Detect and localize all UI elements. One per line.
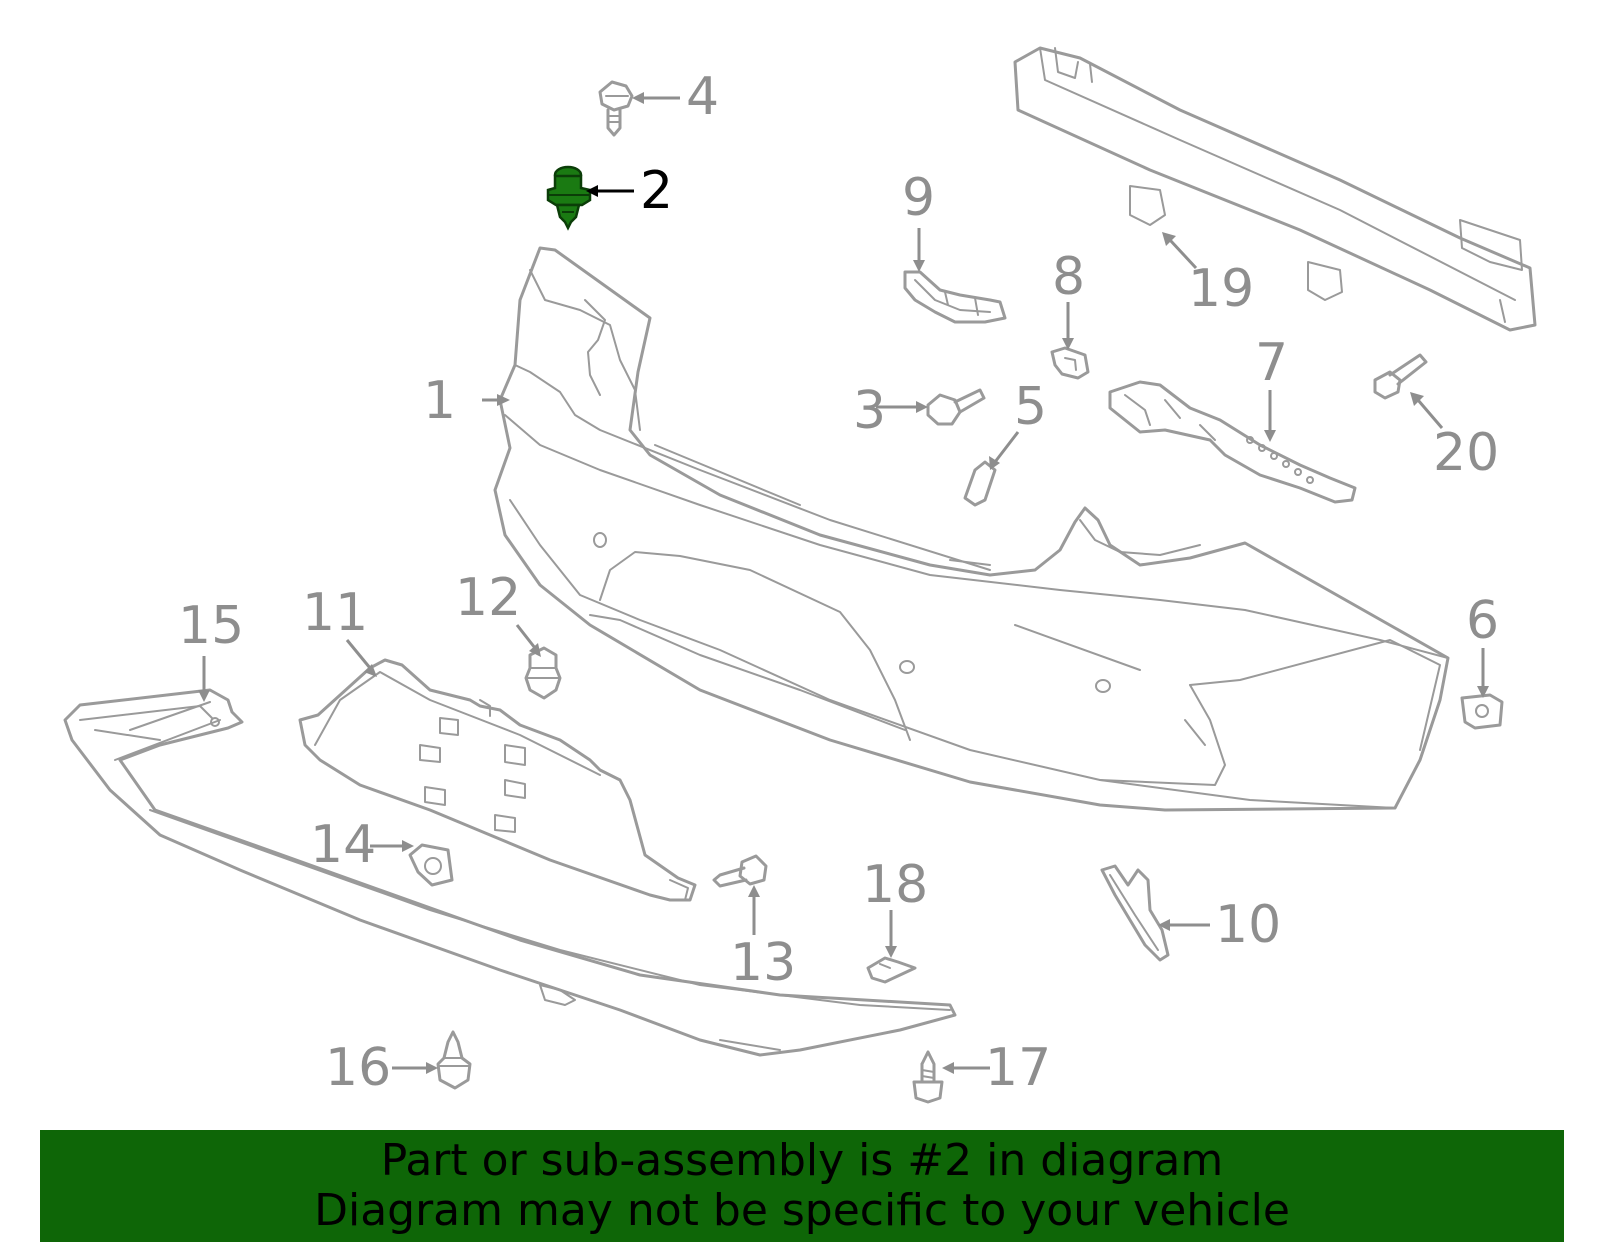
bolt-part-20 [1373,353,1428,400]
clip-part-5 [963,460,997,507]
callout-2: 2 [640,161,673,221]
lower-trim-panel-part-11 [298,658,697,902]
banner-line-part-note: Part or sub-assembly is #2 in diagram [380,1135,1224,1186]
callout-12: 12 [455,568,521,628]
callout-4: 4 [686,67,719,127]
callout-18: 18 [862,855,928,915]
reinforcement-beam-part-19 [1013,46,1537,332]
nut-part-14 [408,843,454,887]
callout-5: 5 [1014,377,1047,437]
screw-part-17 [912,1050,944,1104]
bolt-part-3 [926,388,986,426]
banner-line-disclaimer: Diagram may not be specific to your vehi… [314,1185,1290,1236]
callout-20: 20 [1433,423,1499,483]
callout-6: 6 [1466,591,1499,651]
screw-part-13 [712,854,768,888]
bracket-part-9 [903,270,1007,324]
nut-part-6 [1460,693,1504,730]
callout-9: 9 [902,168,935,228]
nut-part-18 [866,956,917,984]
callout-13: 13 [730,933,796,993]
push-clip-part-12 [524,646,562,700]
callout-19: 19 [1188,259,1254,319]
callout-7: 7 [1255,333,1288,393]
leader-lines [198,92,1489,1074]
callout-3: 3 [853,381,886,441]
callout-16: 16 [325,1038,391,1098]
bolt-part-4 [598,80,634,137]
lower-spoiler-part-15 [63,688,957,1057]
callout-15: 15 [178,596,244,656]
callout-14: 14 [310,815,376,875]
clip-part-8 [1050,346,1090,380]
info-banner: Part or sub-assembly is #2 in diagram Di… [40,1130,1564,1242]
callout-11: 11 [302,583,368,643]
callout-10: 10 [1215,895,1281,955]
callout-8: 8 [1052,247,1085,307]
side-clip-part-10 [1100,864,1170,962]
callout-17: 17 [985,1038,1051,1098]
callout-1: 1 [423,371,456,431]
side-bracket-part-7 [1108,380,1357,504]
callout-labels: 1 2 3 4 5 6 7 8 9 10 11 12 13 14 15 16 1… [178,67,1499,1098]
bumper-cover-part-1 [493,246,1450,812]
push-clip-part-16 [436,1030,472,1090]
push-clip-part-2-highlighted [546,165,592,231]
